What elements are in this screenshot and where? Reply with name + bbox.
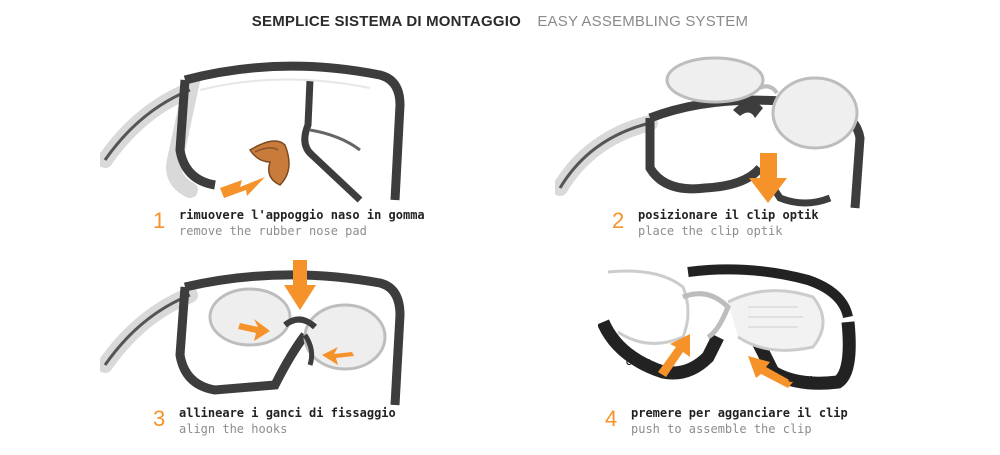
step-4-caption: 4 premere per agganciare il clip push to… [605, 405, 848, 437]
step-3-number: 3 [153, 406, 166, 431]
sunglasses-frame-1 [100, 61, 405, 203]
step-4-number: 4 [605, 406, 618, 431]
remove-arrow-icon [220, 177, 265, 198]
step-1-caption: 1 rimuovere l'appoggio naso in gomma rem… [153, 207, 425, 239]
step-3-illustration [100, 260, 405, 406]
push-arrow-left-icon [658, 334, 690, 377]
step-1-illustration [100, 61, 405, 203]
step-2-text-it: posizionare il clip optik [638, 208, 819, 222]
rubber-nose-pad [248, 140, 290, 186]
step-2-text-en: place the clip optik [638, 224, 783, 238]
step-3-caption: 3 allineare i ganci di fissaggio align t… [153, 405, 396, 437]
push-arrow-right-icon [748, 356, 793, 388]
step-1-number: 1 [153, 208, 166, 233]
header-title-it: SEMPLICE SISTEMA DI MONTAGGIO [251, 13, 521, 30]
click-label-right: CLICK [788, 375, 813, 384]
clip-frame-4 [607, 269, 825, 352]
sunglasses-frame-3 [100, 270, 405, 406]
step-2-number: 2 [612, 208, 625, 233]
step-4-illustration: CLICK CLICK [598, 264, 856, 390]
header-title-en: EASY ASSEMBLING SYSTEM [537, 13, 749, 30]
step-2-caption: 2 posizionare il clip optik place the cl… [612, 207, 819, 239]
step-1-text-en: remove the rubber nose pad [179, 224, 367, 238]
step-4-text-en: push to assemble the clip [631, 422, 812, 436]
click-label-left: CLICK [626, 358, 651, 367]
step-3-text-it: allineare i ganci di fissaggio [179, 406, 396, 420]
step-2-illustration [555, 56, 865, 209]
page-header: SEMPLICE SISTEMA DI MONTAGGIO EASY ASSEM… [0, 13, 1000, 30]
down-arrow-icon [749, 153, 787, 203]
step-1-text-it: rimuovere l'appoggio naso in gomma [179, 208, 425, 222]
step-4-text-it: premere per agganciare il clip [631, 406, 848, 420]
step-3-text-en: align the hooks [179, 422, 288, 436]
clip-optik [665, 56, 859, 150]
align-arrows-icon [238, 260, 354, 365]
